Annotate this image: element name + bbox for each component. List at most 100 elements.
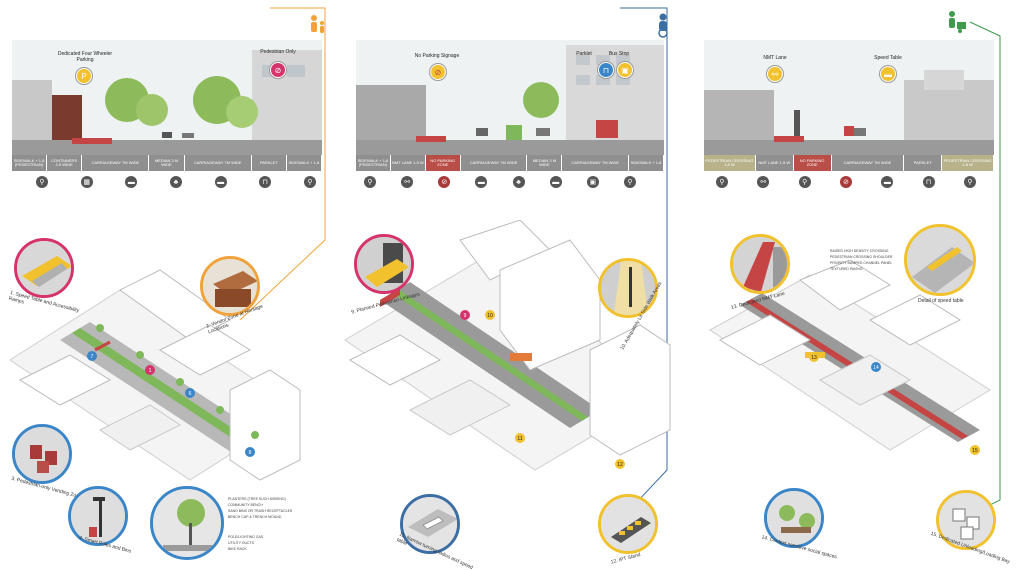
legend-line: SAND BINS OR TRASH RECEPTACLES bbox=[228, 509, 293, 513]
bench-icon: ⊓ bbox=[259, 176, 272, 188]
strip-icons-3: ⚲ ⚯ ⚲ ⊘ ▬ ⊓ ⚲ bbox=[716, 176, 976, 188]
speed-table-icon: ▬ bbox=[880, 66, 896, 82]
pin-label-bus-stop: Bus Stop bbox=[608, 51, 630, 57]
legend-line: BIKE RACK bbox=[228, 547, 247, 551]
car-icon: ▬ bbox=[475, 176, 488, 188]
section-strip-3: PEDESTRIAN CROSSING 1.8 W NMT LANE 1.5 W… bbox=[704, 155, 995, 171]
bicycle-icon: ⚯ bbox=[401, 176, 414, 188]
callout-lit-sidewalk[interactable] bbox=[598, 258, 658, 318]
bicycle-icon: ⚯ bbox=[767, 66, 783, 82]
callout-social-spaces[interactable] bbox=[764, 488, 824, 548]
pedestrian-icon: ⚲ bbox=[364, 176, 376, 188]
tree-icon: ♣ bbox=[512, 176, 525, 188]
strip-seg: CONTAINERS 2.5 WIDE bbox=[47, 155, 83, 171]
map-number: 8 bbox=[249, 450, 252, 456]
callout-speed-table-detail[interactable] bbox=[904, 224, 976, 296]
pedestrian-only-icon: ⊘ bbox=[270, 62, 286, 78]
section-strip-2: SIDEWALK + 1.8 (PEDESTRIAN) NMT LANE 1.5… bbox=[356, 155, 665, 171]
pedestrian-icon: ⚲ bbox=[716, 176, 728, 188]
legend-line: COMMUNITY BENCH bbox=[228, 503, 263, 507]
isometric-map-1: 7 1 6 8 bbox=[9, 269, 301, 481]
strip-icons-2: ⚲ ⚯ ⊘ ▬ ♣ ▬ ▣ ⚲ bbox=[364, 176, 636, 188]
pin-label-nmt-lane: NMT Lane bbox=[763, 55, 787, 61]
tree-icon: ♣ bbox=[169, 176, 182, 188]
strip-seg: MEDIAN 3 M WIDE bbox=[527, 155, 563, 171]
legend-line: PLANTERS (TREE SUCH MISSING) bbox=[228, 497, 286, 501]
callout-ipt-stand[interactable] bbox=[598, 494, 658, 554]
bus-stop-icon: ▣ bbox=[617, 62, 633, 78]
legend-line: POLE/LIGHTING GAS bbox=[228, 535, 264, 539]
legend-line: RAISED HIGH DENSITY CROSSING bbox=[830, 249, 889, 253]
car-icon: ▬ bbox=[214, 176, 227, 188]
callout-turning-radius[interactable] bbox=[400, 494, 460, 554]
callout-speed-table[interactable] bbox=[14, 238, 74, 298]
pedestrian-icon: ⚲ bbox=[798, 176, 811, 188]
parklet-icon: ⊓ bbox=[598, 62, 614, 78]
callout-section-detail[interactable] bbox=[150, 486, 224, 560]
isometric-map-3: 13 14 15 bbox=[709, 260, 991, 455]
pedestrian-icon: ⚲ bbox=[36, 176, 48, 188]
callout-vending-zone[interactable] bbox=[12, 424, 72, 484]
pedestrian-icon: ⚲ bbox=[303, 176, 316, 188]
strip-icons-1: ⚲ ▦ ▬ ♣ ▬ ⊓ ⚲ bbox=[36, 176, 316, 188]
no-parking-icon: ⊘ bbox=[430, 64, 446, 80]
panel-3: NMT Lane ⚯ Speed Table ▬ PEDESTRIAN CROS… bbox=[690, 0, 1024, 570]
legend-line: TEXTURED PAVING bbox=[830, 267, 863, 271]
map-number: 12 bbox=[617, 462, 623, 468]
strip-seg: CARRIAGEWAY 7M WIDE bbox=[185, 155, 252, 171]
pedestrian-family-icon bbox=[308, 14, 326, 38]
no-parking-icon: ⊘ bbox=[438, 176, 451, 188]
callout-loading-bay[interactable] bbox=[936, 490, 996, 550]
bus-icon: ▣ bbox=[586, 176, 599, 188]
strip-seg: SIDEWALK + 1.8 bbox=[629, 155, 665, 171]
map-number: 7 bbox=[91, 354, 94, 360]
strip-seg: SIDEWALK + 1.8 bbox=[287, 155, 322, 171]
pedestrian-icon: ⚲ bbox=[963, 176, 976, 188]
legend-lines-1: PLANTERS (TREE SUCH MISSING) COMMUNITY B… bbox=[228, 496, 308, 552]
panel-1-frame bbox=[239, 7, 326, 321]
bicycle-icon: ⚯ bbox=[757, 176, 770, 188]
map-number: 15 bbox=[972, 448, 978, 454]
car-icon: ▬ bbox=[881, 176, 894, 188]
strip-seg: CARRIAGEWAY 7M WIDE bbox=[832, 155, 905, 171]
pin-label-no-parking: No Parking Signage bbox=[414, 53, 460, 59]
callout-pedestrian-linkages[interactable] bbox=[354, 234, 414, 294]
strip-seg: MEDIAN 3 M WIDE bbox=[149, 155, 185, 171]
bench-icon: ⊓ bbox=[922, 176, 935, 188]
car-icon: ▬ bbox=[125, 176, 138, 188]
strip-seg: CARRIAGEWAY 7M WIDE bbox=[562, 155, 630, 171]
pin-label-parklet: Parklet bbox=[576, 51, 592, 57]
street-section-photo-2 bbox=[356, 40, 664, 155]
strip-seg: PEDESTRIAN CROSSING 1.8 W bbox=[704, 155, 756, 171]
pin-label-pedestrian-only: Pedestrian Only bbox=[260, 49, 296, 55]
container-icon: ▦ bbox=[80, 176, 93, 188]
callout-vendor-zone[interactable] bbox=[200, 256, 260, 316]
strip-seg: NMT LANE 1.5 W bbox=[391, 155, 426, 171]
pedestrian-icon: ⚲ bbox=[623, 176, 636, 188]
map-number: 10 bbox=[487, 313, 493, 319]
panel-2-frame bbox=[619, 7, 668, 521]
panel-2: No Parking Signage ⊘ Parklet ⊓ Bus Stop … bbox=[340, 0, 685, 570]
map-number: 13 bbox=[811, 355, 817, 361]
pin-label-parking: Dedicated Four Wheeler Parking bbox=[57, 51, 113, 63]
legend-line: PRIORITY BUMPED CHANNEL PANEL bbox=[830, 261, 893, 265]
legend-line: PEDESTRIAN CROSSING SHOULDER bbox=[830, 255, 893, 259]
strip-seg: CARRIAGEWAY 7M WIDE bbox=[461, 155, 528, 171]
legend-lines-3: RAISED HIGH DENSITY CROSSING PEDESTRIAN … bbox=[830, 248, 910, 272]
street-section-photo-1 bbox=[12, 40, 322, 155]
map-number: 6 bbox=[189, 391, 192, 397]
strip-seg: NMT LANE 1.5 W bbox=[756, 155, 794, 171]
strip-seg: NO PARKING ZONE bbox=[793, 155, 832, 171]
car-icon: ▬ bbox=[549, 176, 562, 188]
strip-seg: SIDEWALK + 1.8 (PEDESTRIAN) bbox=[356, 155, 391, 171]
legend-line: UTILITY DUCTS bbox=[228, 541, 254, 545]
pin-label-speed-table: Speed Table bbox=[874, 55, 902, 61]
callout-nmt-lane[interactable] bbox=[730, 234, 790, 294]
strip-seg: PARKLET bbox=[904, 155, 943, 171]
map-number: 14 bbox=[873, 365, 879, 371]
map-number: 1 bbox=[149, 368, 152, 374]
street-section-photo-3 bbox=[704, 40, 994, 155]
map-number: 9 bbox=[464, 313, 467, 319]
strip-seg: PARKLET bbox=[252, 155, 287, 171]
callout-smart-poles[interactable] bbox=[68, 486, 128, 546]
